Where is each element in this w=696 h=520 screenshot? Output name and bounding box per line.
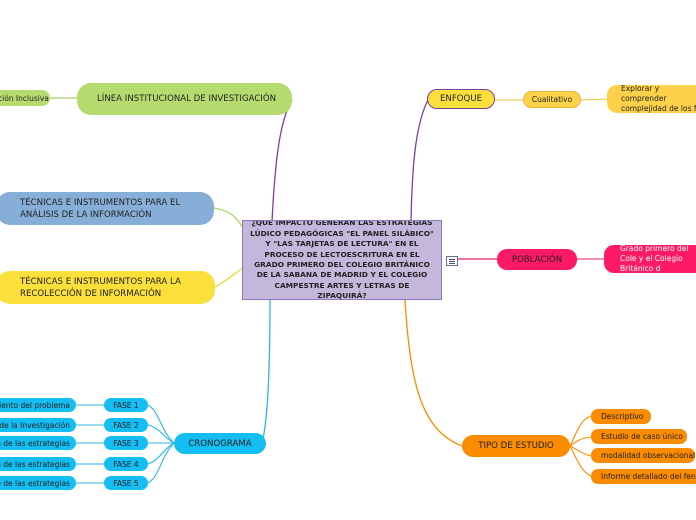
fase-5-node[interactable]: FASE 5 bbox=[104, 476, 148, 490]
branch-poblacion[interactable]: POBLACIÓN bbox=[497, 249, 577, 270]
enfoque-desc-node[interactable]: Explorar y comprender complejidad de los… bbox=[607, 85, 696, 113]
branch-cronograma[interactable]: CRONOGRAMA bbox=[174, 433, 266, 454]
fase-3-node[interactable]: FASE 3 bbox=[104, 436, 148, 450]
link-tipo-4 bbox=[569, 445, 592, 477]
tipo-item-informe[interactable]: Informe detallado del fenó bbox=[591, 469, 696, 484]
link-tipo-3 bbox=[569, 445, 592, 457]
fase-1-node[interactable]: FASE 1 bbox=[104, 398, 148, 412]
link-fase-2 bbox=[147, 424, 175, 444]
link-fase-4 bbox=[147, 442, 175, 465]
branch-tecnicas-recoleccion[interactable]: TÉCNICAS E INSTRUMENTOS PARA LA RECOLECC… bbox=[0, 271, 215, 304]
fase-2-node[interactable]: FASE 2 bbox=[104, 418, 148, 432]
poblacion-desc-node[interactable]: Grado primero del Cole y el Colegio Brit… bbox=[604, 245, 696, 273]
branch-tipo-estudio[interactable]: TIPO DE ESTUDIO bbox=[462, 435, 570, 457]
branch-enfoque[interactable]: ENFOQUE bbox=[427, 89, 495, 109]
cualitativo-node[interactable]: Cualitativo bbox=[523, 91, 581, 108]
fase-4-node[interactable]: FASE 4 bbox=[104, 457, 148, 471]
link-recoleccion bbox=[214, 267, 244, 288]
link-tipo bbox=[404, 299, 463, 447]
central-topic[interactable]: ¿QUÉ IMPACTO GENERAN LAS ESTRATEGIAS LÚD… bbox=[242, 220, 442, 300]
fase-4-desc[interactable]: n de las estrategias bbox=[0, 457, 76, 471]
fase-2-desc[interactable]: de la Investigación bbox=[0, 418, 76, 432]
link-analisis bbox=[213, 207, 244, 229]
branch-tecnicas-analisis[interactable]: TÉCNICAS E INSTRUMENTOS PARA EL ANÁLISIS… bbox=[0, 192, 214, 225]
link-fase-5 bbox=[147, 442, 175, 484]
linea-child-node[interactable]: ción Inclusiva bbox=[0, 90, 50, 106]
tipo-item-modalidad[interactable]: modalidad observacional bbox=[591, 448, 695, 463]
link-tipo-2 bbox=[569, 436, 592, 447]
link-enfoque bbox=[410, 99, 429, 223]
fase-3-desc[interactable]: n de las estrategias bbox=[0, 436, 76, 450]
menu-icon[interactable] bbox=[446, 256, 458, 266]
link-linea bbox=[271, 99, 293, 223]
link-tipo-1 bbox=[569, 415, 592, 447]
link-enfoque-desc bbox=[580, 98, 609, 101]
link-cronograma bbox=[261, 299, 271, 444]
branch-linea-institucional[interactable]: LÍNEA INSTITUCIONAL DE INVESTIGACIÓN bbox=[77, 83, 292, 115]
tipo-item-estudio-caso[interactable]: Estudio de caso único bbox=[591, 429, 687, 444]
fase-1-desc[interactable]: miento del problema bbox=[0, 398, 76, 412]
fase-5-desc[interactable]: o de las estrategias bbox=[0, 476, 76, 490]
link-fase-1 bbox=[147, 404, 175, 444]
tipo-item-descriptivo[interactable]: Descriptivo bbox=[591, 409, 651, 424]
